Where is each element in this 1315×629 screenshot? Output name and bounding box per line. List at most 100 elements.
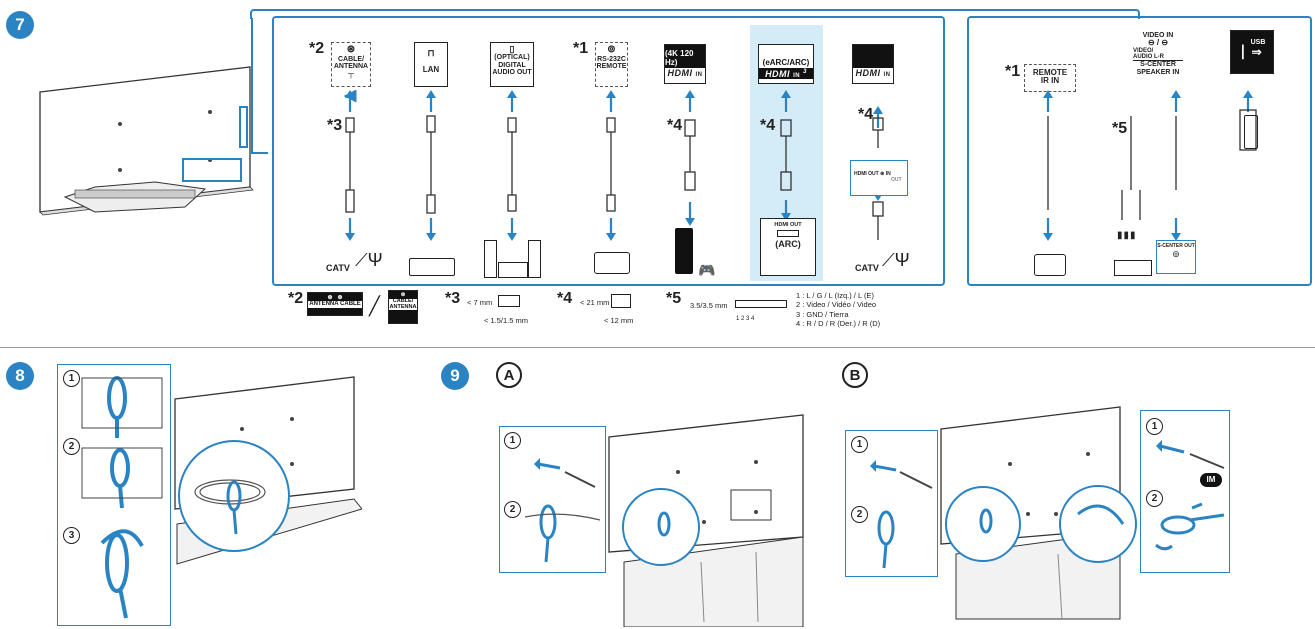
hdmi-4k-label: (4K 120 Hz) (665, 49, 694, 67)
video-in-label: VIDEO IN (1142, 32, 1174, 39)
hdmi-earc-label: (eARC/ARC) (762, 58, 810, 67)
option-a-sub-2: 2 (504, 501, 521, 518)
step8-tv-illustration (174, 376, 362, 565)
note-legend: 1 : L / G / L (Izq.) / L (E) 2 : Video /… (796, 291, 880, 329)
option-a-clip-illustration (524, 458, 601, 563)
tv-back-illustration (39, 66, 254, 216)
option-b-detail-panel (845, 430, 938, 577)
note-4-connector (611, 294, 631, 308)
remote-ir-port: REMOTE IR IN (1024, 64, 1076, 92)
antenna-icon-2: ⟋Ψ (882, 250, 910, 270)
out-label: OUT (891, 177, 902, 183)
option-b-sub-1: 1 (851, 436, 868, 453)
remote-ir-label: REMOTE IR IN (1032, 68, 1068, 86)
game-console-icon (675, 228, 693, 274)
soundbar-device: HDMI OUT (ARC) (760, 218, 816, 276)
step-9-badge: 9 (441, 362, 469, 390)
note-5-a: 3.5/3.5 mm (690, 301, 728, 310)
footnote-marker-4c: *4 (858, 106, 874, 123)
router-icon (409, 258, 455, 276)
speaker-system-icon (484, 240, 541, 278)
hdmi-logo-2: HDMI (765, 69, 791, 79)
hdmi-4k-port: (4K 120 Hz) HDMI IN (664, 44, 706, 84)
footnote-marker-3: *3 (327, 117, 343, 134)
hdmi-port-3: HDMI IN (852, 44, 894, 84)
option-b-tv-illustration (940, 406, 1137, 620)
option-a-detail-panel (499, 426, 606, 573)
note-3-b: < 1.5/1.5 mm (484, 316, 528, 325)
note-4-marker: *4 (557, 290, 573, 307)
catv-label-2: CATV (855, 263, 879, 273)
note-5-b: 1 2 3 4 (736, 316, 755, 322)
step8-sub-3: 3 (63, 527, 80, 544)
note-5-plug (735, 300, 787, 308)
av-cable-plugs: ▮▮▮ (1117, 230, 1137, 241)
footnote-marker-4b: *4 (760, 117, 776, 134)
option-a-tv-illustration (608, 414, 804, 627)
note-4-a: < 21 mm (580, 298, 610, 307)
step8-detail-panel (57, 364, 171, 626)
n2-antenna: ANTENNA (309, 301, 339, 308)
s-center-label: S-CENTER SPEAKER IN (1133, 60, 1183, 76)
im-badge: IM (1200, 473, 1222, 487)
hdmi-logo-3: HDMI (855, 68, 881, 78)
note-3-connector (498, 295, 520, 307)
video-audio-label: VIDEO/ AUDIO L-R (1133, 47, 1164, 61)
video-in-port: VIDEO IN ⊖ / ⊖ VIDEO/ AUDIO L-R S-CENTER… (1133, 30, 1183, 88)
note-2-slash: ╱ (369, 296, 380, 316)
step8-sub-1: 1 (63, 370, 80, 387)
footnote-marker-2: *2 (309, 40, 325, 57)
arc-label: (ARC) (775, 239, 801, 249)
option-a-sub-1: 1 (504, 432, 521, 449)
hdmi-out-label: HDMI OUT (774, 222, 802, 228)
legend-line-1: 1 : L / G / L (Izq.) / L (E) (796, 291, 874, 300)
hdmi-logo-1: HDMI (667, 68, 693, 78)
usb-port: USB ▏⇒ (1230, 30, 1274, 74)
receiver-device: HDMI OUT ⊛ IN OUT (850, 160, 908, 196)
footnote-marker-5: *5 (1112, 120, 1128, 137)
av-device-icon (1114, 260, 1152, 276)
rs232c-port: ⊚RS-232C REMOTE (595, 42, 628, 87)
callout-lines (251, 18, 268, 154)
legend-line-4: 4 : R / D / R (Der.) / R (D) (796, 319, 881, 329)
rs232c-label: RS-232C REMOTE (596, 55, 627, 70)
s-center-out-label: S-CENTER OUT (1157, 243, 1195, 249)
lan-label: LAN (422, 65, 440, 75)
cable-antenna-port: ⊛CABLE/ ANTENNA┬ (331, 42, 371, 87)
note-2-marker: *2 (288, 290, 304, 307)
set-top-box-icon (594, 252, 630, 274)
hdmi-out-small: HDMI OUT (854, 171, 879, 177)
n2-combo: CABLE/ ANTENNA (389, 297, 417, 311)
note-2-antenna-cable: ⊛ ⊛ ANTENNA CABLE (307, 292, 363, 316)
note-2-combo: ⊛CABLE/ ANTENNA (388, 290, 418, 324)
footnote-marker-4a: *4 (667, 117, 683, 134)
note-3-marker: *3 (445, 290, 461, 307)
option-a-badge: A (496, 362, 522, 388)
legend-line-3: 3 : GND / Tierra (796, 309, 849, 319)
s-center-device: S-CENTER OUT ⊚ (1156, 240, 1196, 274)
cables-diagram (343, 90, 1257, 241)
footnote-marker-1: *1 (573, 40, 589, 57)
optical-label: (OPTICAL) DIGITAL AUDIO OUT (492, 54, 532, 77)
legend-line-2: 2 : Video / Vidéo / Video (796, 300, 877, 310)
usb-label: USB (1250, 39, 1266, 46)
option-b-clip-illustration (870, 460, 933, 569)
in-label: IN (885, 171, 891, 177)
note-3-a: < 7 mm (467, 298, 493, 307)
option-b-sub-2: 2 (851, 506, 868, 523)
n2-cable: CABLE (340, 301, 361, 308)
antenna-icon: ⟋Ψ (355, 250, 383, 270)
note-4-b: < 12 mm (604, 316, 634, 325)
step-7-badge: 7 (6, 11, 34, 39)
hdmi-earc-number: 3 (803, 69, 807, 75)
ir-receiver-icon (1034, 254, 1066, 276)
note-5-marker: *5 (666, 290, 682, 307)
section-divider (0, 347, 1315, 348)
hdmi-in-3: IN (883, 72, 891, 78)
option-b2-clip-illustration (1155, 440, 1225, 551)
option-b-badge: B (842, 362, 868, 388)
side-panel-frame (250, 9, 1140, 19)
rear-panel-box (272, 16, 945, 286)
hdmi-in-1: IN (695, 72, 703, 78)
footnote-marker-1b: *1 (1005, 63, 1021, 80)
